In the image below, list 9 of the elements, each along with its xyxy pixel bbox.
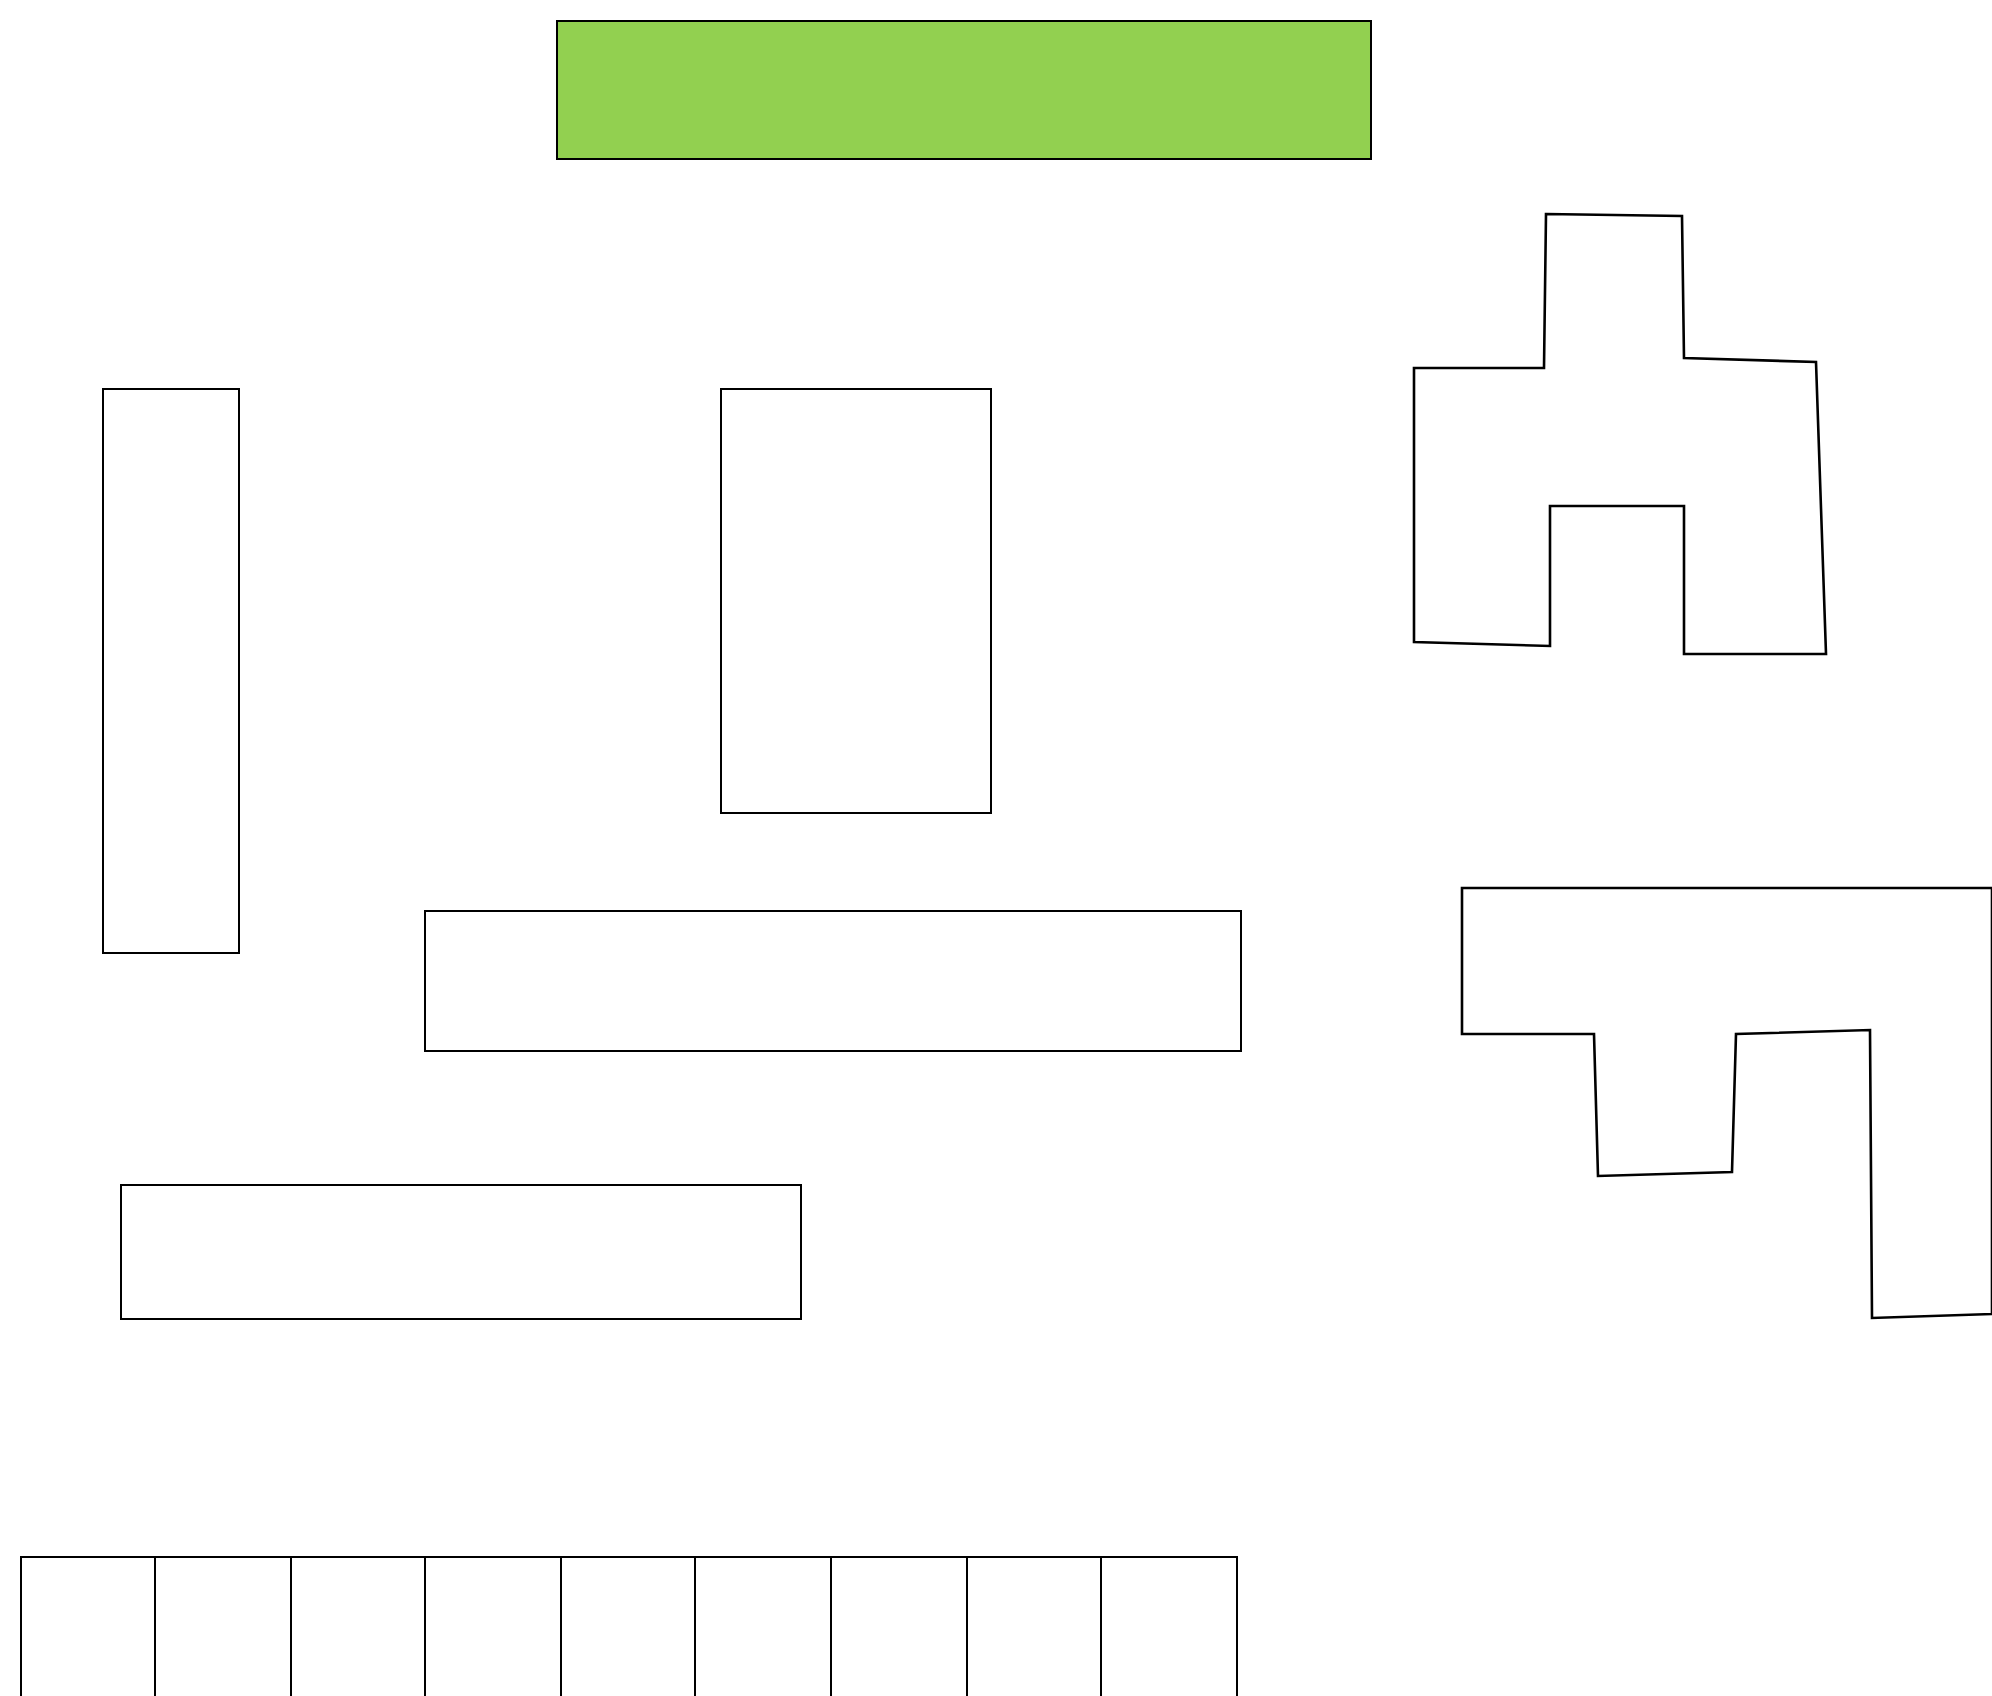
- rectangle-outline: [1100, 1556, 1238, 1696]
- polygon-outline: [1412, 212, 1828, 656]
- filled-bar: [556, 20, 1372, 160]
- polygon-outline: [1460, 886, 1992, 1322]
- rectangle-outline: [20, 1556, 156, 1696]
- rectangle-outline: [424, 910, 1242, 1052]
- rectangle-outline: [720, 388, 992, 814]
- rectangle-outline: [120, 1184, 802, 1320]
- rectangle-outline: [102, 388, 240, 954]
